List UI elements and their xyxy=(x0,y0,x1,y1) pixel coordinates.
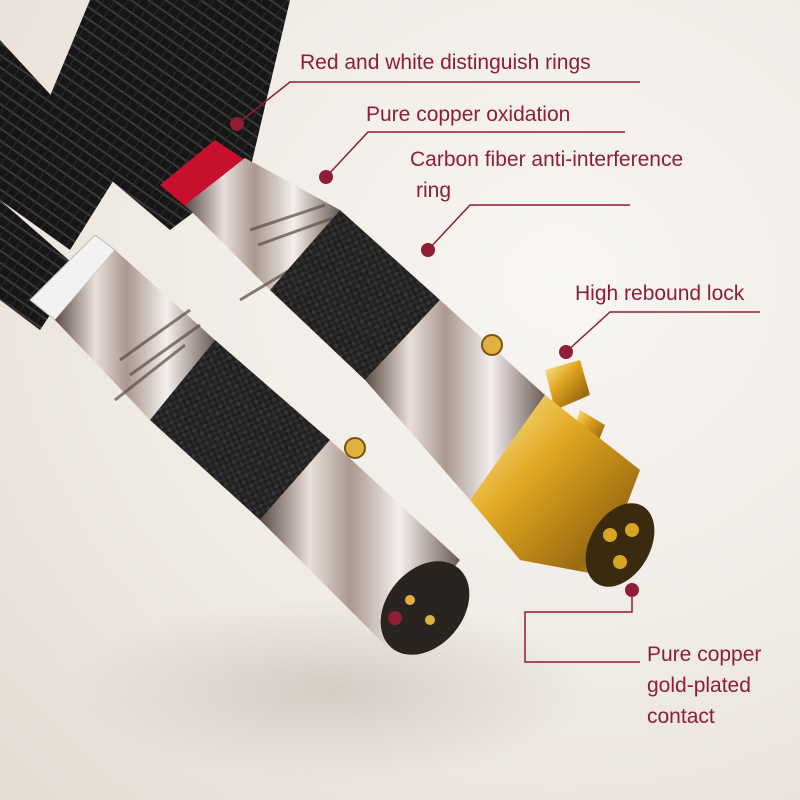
rebound-lock xyxy=(545,360,590,410)
male-pin-1 xyxy=(405,595,415,605)
male-grooves xyxy=(114,308,201,402)
female-pin-hole-3 xyxy=(613,555,627,569)
label-carbon-fiber-line1: Carbon fiber anti-interference xyxy=(410,148,684,171)
male-screw xyxy=(344,437,366,459)
female-rear-sleeve xyxy=(185,158,340,290)
label-red-white-rings: Red and white distinguish rings xyxy=(300,51,591,74)
left-cable-top xyxy=(0,40,120,250)
label-gold-contact-line3: contact xyxy=(647,705,715,728)
label-rebound-lock: High rebound lock xyxy=(575,282,745,305)
label-carbon-fiber-line2: ring xyxy=(416,179,452,202)
label-copper-oxidation: Pure copper oxidation xyxy=(366,103,571,126)
male-rear-sleeve xyxy=(55,250,215,420)
callout-dot-rings xyxy=(230,117,244,131)
callout-dot-carbon xyxy=(421,243,435,257)
female-front-sleeve xyxy=(365,300,545,500)
floor-reflection xyxy=(70,600,590,780)
female-carbon-band xyxy=(270,210,440,380)
callout-lines xyxy=(236,81,760,663)
male-carbon-band xyxy=(150,340,330,520)
male-xlr-connector xyxy=(29,234,470,655)
female-pin-hole-1 xyxy=(603,528,617,542)
label-gold-contact-line1: Pure copper xyxy=(647,643,762,666)
callout-dot-copper xyxy=(319,170,333,184)
red-ring xyxy=(160,140,245,210)
female-xlr-connector xyxy=(160,140,655,587)
callout-dot-contact-male xyxy=(388,611,402,625)
callout-dot-lock xyxy=(559,345,573,359)
female-pin-hole-2 xyxy=(625,523,639,537)
female-screw xyxy=(481,334,503,356)
female-socket-face xyxy=(585,503,655,587)
callout-dot-contact-female xyxy=(625,583,639,597)
label-gold-contact-line2: gold-plated xyxy=(647,674,751,697)
callout-dots xyxy=(230,117,639,625)
male-opening xyxy=(380,561,470,655)
male-pin-2 xyxy=(425,615,435,625)
